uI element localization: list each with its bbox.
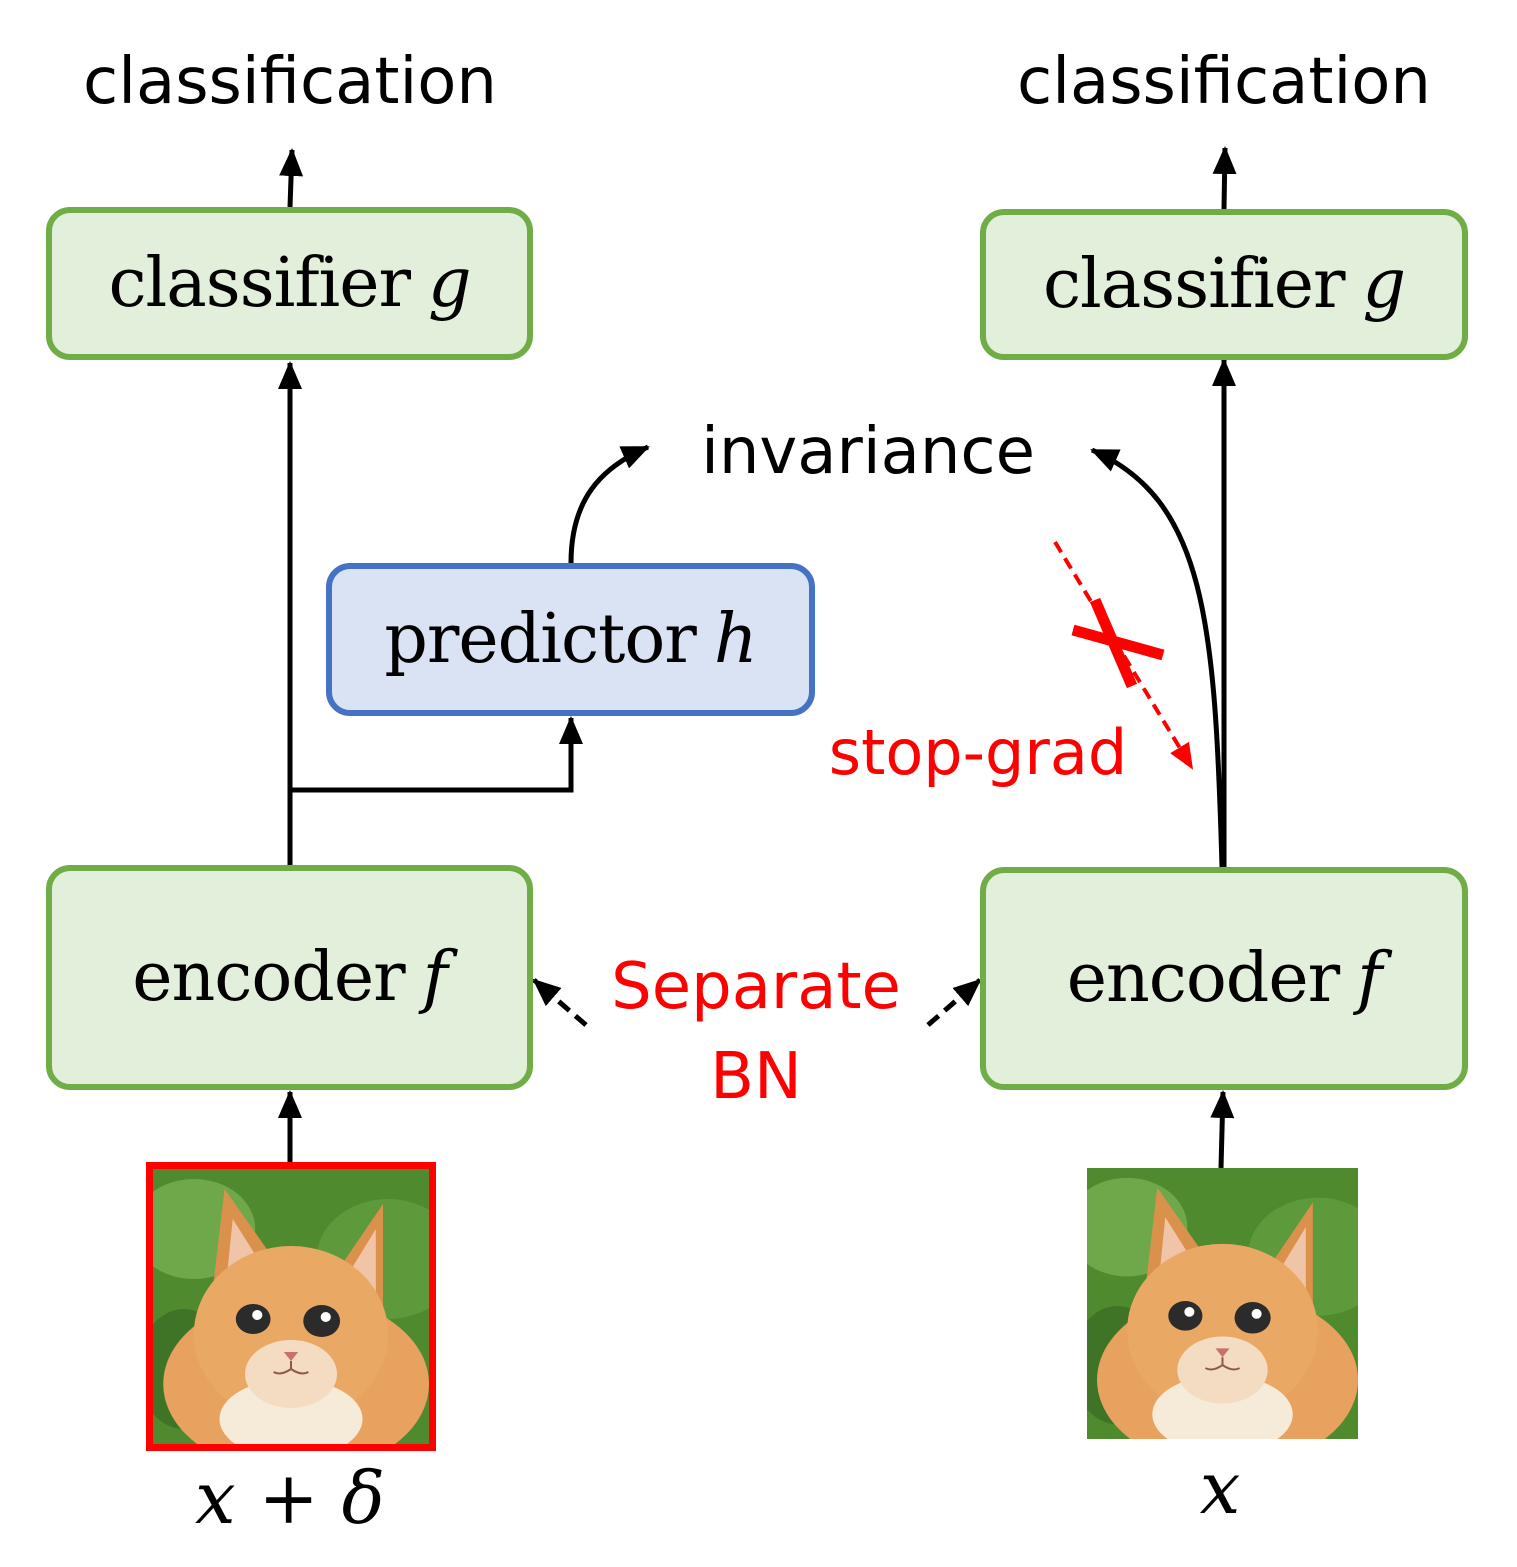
left-input-label: x + δ [194, 1456, 386, 1540]
separate-bn-line1: Separate [611, 950, 901, 1024]
arrow-left-classifier-to-output [279, 148, 304, 208]
kitten-image-perturbed [146, 1162, 436, 1451]
encoder-symbol: f [422, 938, 448, 1017]
right-output-label: classification [1017, 45, 1431, 119]
stop-grad-label: stop-grad [828, 716, 1128, 789]
arrow-encoder-to-predictor [290, 716, 583, 793]
separate-bn-arrow-right [926, 978, 982, 1027]
separate-bn-line2: BN [710, 1040, 802, 1114]
left-output-label: classification [83, 45, 497, 119]
classifier-name: classifier [1042, 245, 1346, 324]
predictor-name: predictor [384, 600, 696, 679]
arrow-predictor-to-invariance [568, 444, 650, 564]
kitten-image-clean [1087, 1168, 1358, 1439]
invariance-label: invariance [701, 415, 1035, 489]
right-input-label: x [1199, 1446, 1241, 1530]
classifier-name: classifier [108, 244, 411, 323]
arrow-right-input-to-encoder [1210, 1090, 1235, 1169]
arrow-right-classifier-to-output [1212, 146, 1237, 210]
classifier-symbol: g [428, 244, 472, 323]
predictor-symbol: h [713, 600, 758, 679]
arrow-right-encoder-to-invariance [1090, 447, 1225, 868]
stop-grad-cross-icon [1071, 597, 1165, 689]
separate-bn-arrow-left [532, 978, 588, 1027]
encoder-symbol: f [1357, 939, 1382, 1018]
encoder-name: encoder [1066, 939, 1340, 1018]
encoder-name: encoder [132, 938, 405, 1017]
classifier-symbol: g [1362, 245, 1407, 324]
stop-grad-arrow [1053, 540, 1194, 770]
